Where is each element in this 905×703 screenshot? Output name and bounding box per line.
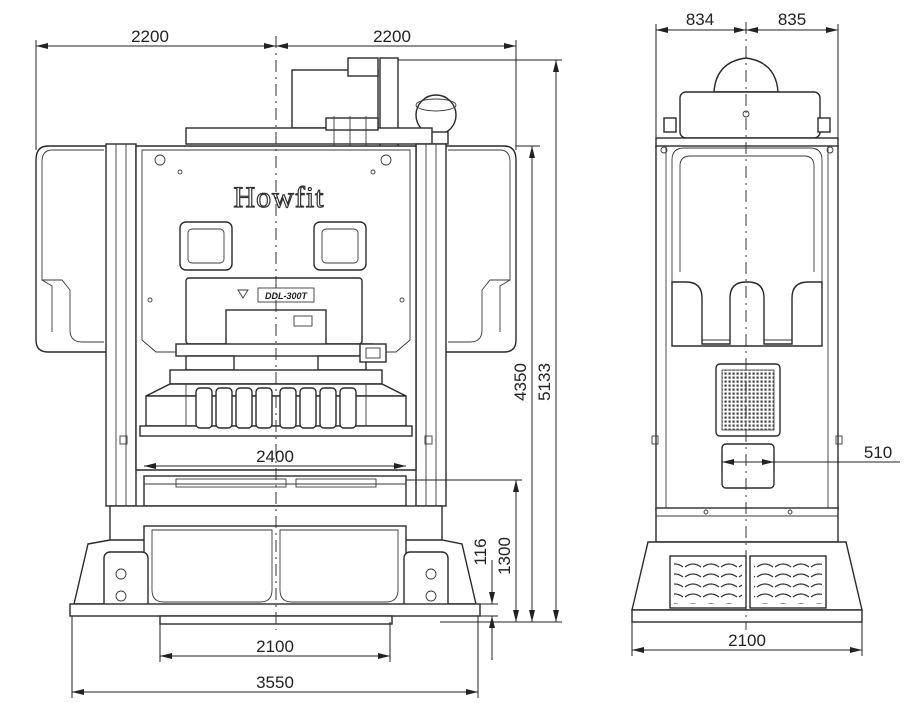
dim-side-base-width: 2100 — [728, 631, 766, 650]
side-base — [631, 435, 863, 623]
front-view: Howfit DDL-300T — [35, 27, 562, 698]
right-cover — [443, 145, 517, 353]
dim-bolster-width: 2400 — [256, 447, 294, 466]
dim-front-half-right: 2200 — [373, 27, 411, 46]
brand-logo: Howfit — [234, 181, 325, 214]
dim-side-top: 834 835 — [655, 10, 839, 140]
dim-base-inner: 2100 — [159, 622, 391, 662]
inspection-windows — [179, 221, 367, 271]
left-cover — [35, 145, 109, 353]
dim-base-inner-width: 2100 — [256, 637, 294, 656]
dim-side-half-left: 834 — [686, 10, 714, 29]
dim-height-foot: 116 — [471, 538, 490, 565]
dim-verticals: 5133 4350 1300 116 — [398, 59, 562, 660]
side-vent-grille — [715, 363, 781, 489]
dim-side-slot-width: 510 — [864, 443, 892, 462]
side-view: 834 835 510 2100 — [631, 10, 900, 656]
dim-base-overall: 3550 — [71, 616, 479, 698]
model-badge: DDL-300T — [265, 291, 309, 301]
dim-height-bed: 1300 — [495, 537, 514, 575]
dim-side-base: 2100 — [631, 622, 863, 656]
dim-base-overall-width: 3550 — [256, 673, 294, 692]
top-motor — [185, 57, 457, 149]
dim-side-slot: 510 — [721, 443, 900, 472]
dim-height-overall: 5133 — [535, 363, 554, 401]
connecting-rods — [195, 387, 357, 429]
dim-bolster: 2400 — [144, 447, 406, 469]
dim-top: 2200 2200 — [35, 27, 517, 150]
side-top-assembly — [655, 57, 839, 149]
bolster — [143, 475, 407, 507]
dim-side-half-right: 835 — [778, 10, 806, 29]
base — [69, 505, 481, 625]
dim-height-frame: 4350 — [511, 363, 530, 401]
columns — [105, 143, 447, 507]
dim-front-half-left: 2200 — [131, 27, 169, 46]
